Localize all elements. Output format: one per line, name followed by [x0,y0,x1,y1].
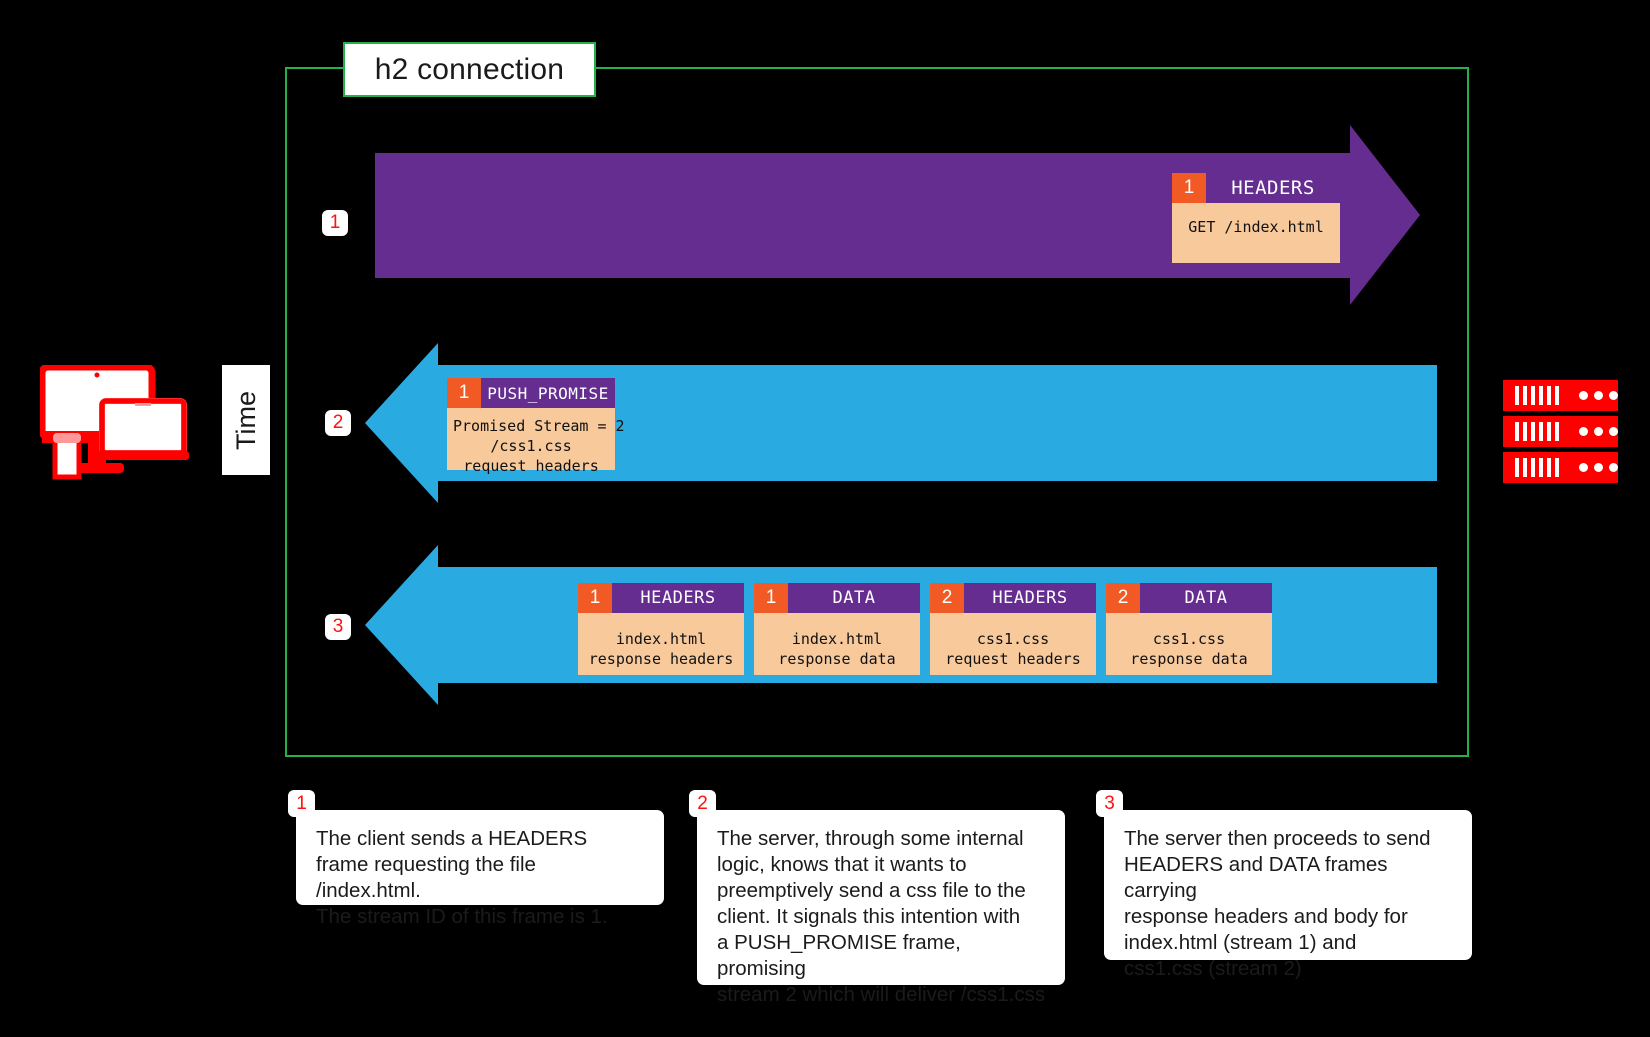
frame-type-label: HEADERS [1206,173,1340,203]
frame-card-data-stream1-response[interactable]: 1 DATA index.html response data [754,583,920,675]
frame-header: 1 DATA [754,583,920,613]
note-badge-2-label: 2 [697,792,708,814]
frame-card-headers-stream2-request[interactable]: 2 HEADERS css1.css request headers [930,583,1096,675]
note-callout-1: 1 The client sends a HEADERS frame reque… [288,790,664,928]
step-badge-2: 2 [325,410,351,436]
frame-type-label: DATA [788,583,920,613]
step-badge-2-label: 2 [332,412,344,433]
frame-stream-id: 1 [447,378,481,408]
client-device-icon [38,363,205,480]
server-rack-unit [1503,452,1618,483]
time-axis-label: Time [222,365,270,475]
frame-body-text: css1.css response data [1130,630,1248,668]
note-badge-1: 1 [288,790,315,817]
frame-card-headers-stream1[interactable]: 1 HEADERS GET /index.html [1172,173,1340,263]
frame-stream-id: 2 [930,583,964,613]
step-badge-3-label: 3 [332,616,344,637]
frame-body-text: css1.css request headers [945,630,1081,668]
note-callout-2: 2 The server, through some internal logi… [689,790,1065,1006]
note-callout-3: 3 The server then proceeds to send HEADE… [1096,790,1472,980]
note-text-1: The client sends a HEADERS frame request… [316,827,608,928]
h2-connection-title: h2 connection [343,42,596,97]
frame-body-text: index.html response data [778,630,896,668]
server-rack-icon [1503,380,1618,488]
frame-header: 1 PUSH_PROMISE [447,378,615,408]
frame-header: 1 HEADERS [578,583,744,613]
step-badge-3: 3 [325,614,351,640]
frame-type-label: HEADERS [964,583,1096,613]
frame-type-label: DATA [1140,583,1272,613]
note-badge-3-label: 3 [1104,792,1115,814]
note-text-2: The server, through some internal logic,… [717,827,1046,1006]
step-badge-1: 1 [322,210,348,236]
server-rack-unit [1503,380,1618,411]
h2-connection-title-label: h2 connection [374,52,565,86]
frame-card-data-stream2-response[interactable]: 2 DATA css1.css response data [1106,583,1272,675]
note-badge-1-label: 1 [296,792,307,814]
frame-header: 2 DATA [1106,583,1272,613]
frame-stream-id: 1 [578,583,612,613]
frame-stream-id: 1 [754,583,788,613]
frame-stream-id: 2 [1106,583,1140,613]
note-text-3: The server then proceeds to send HEADERS… [1124,827,1431,980]
frame-type-label: PUSH_PROMISE [481,378,615,408]
server-rack-unit [1503,416,1618,447]
frame-body-text: GET /index.html [1188,218,1324,236]
frame-card-push-promise-stream1[interactable]: 1 PUSH_PROMISE Promised Stream = 2 /css1… [447,378,625,475]
note-badge-2: 2 [689,790,716,817]
frame-card-headers-stream1-response[interactable]: 1 HEADERS index.html response headers [578,583,744,675]
note-badge-3: 3 [1096,790,1123,817]
step-badge-1-label: 1 [329,212,341,233]
frame-type-label: HEADERS [612,583,744,613]
frame-header: 2 HEADERS [930,583,1096,613]
frame-body-text: index.html response headers [588,630,734,668]
frame-stream-id: 1 [1172,173,1206,203]
frame-header: 1 HEADERS [1172,173,1340,203]
frame-body-text: Promised Stream = 2 /css1.css request he… [453,417,625,475]
h2-connection-boundary [285,67,1469,757]
time-axis-label-text: Time [230,390,261,450]
